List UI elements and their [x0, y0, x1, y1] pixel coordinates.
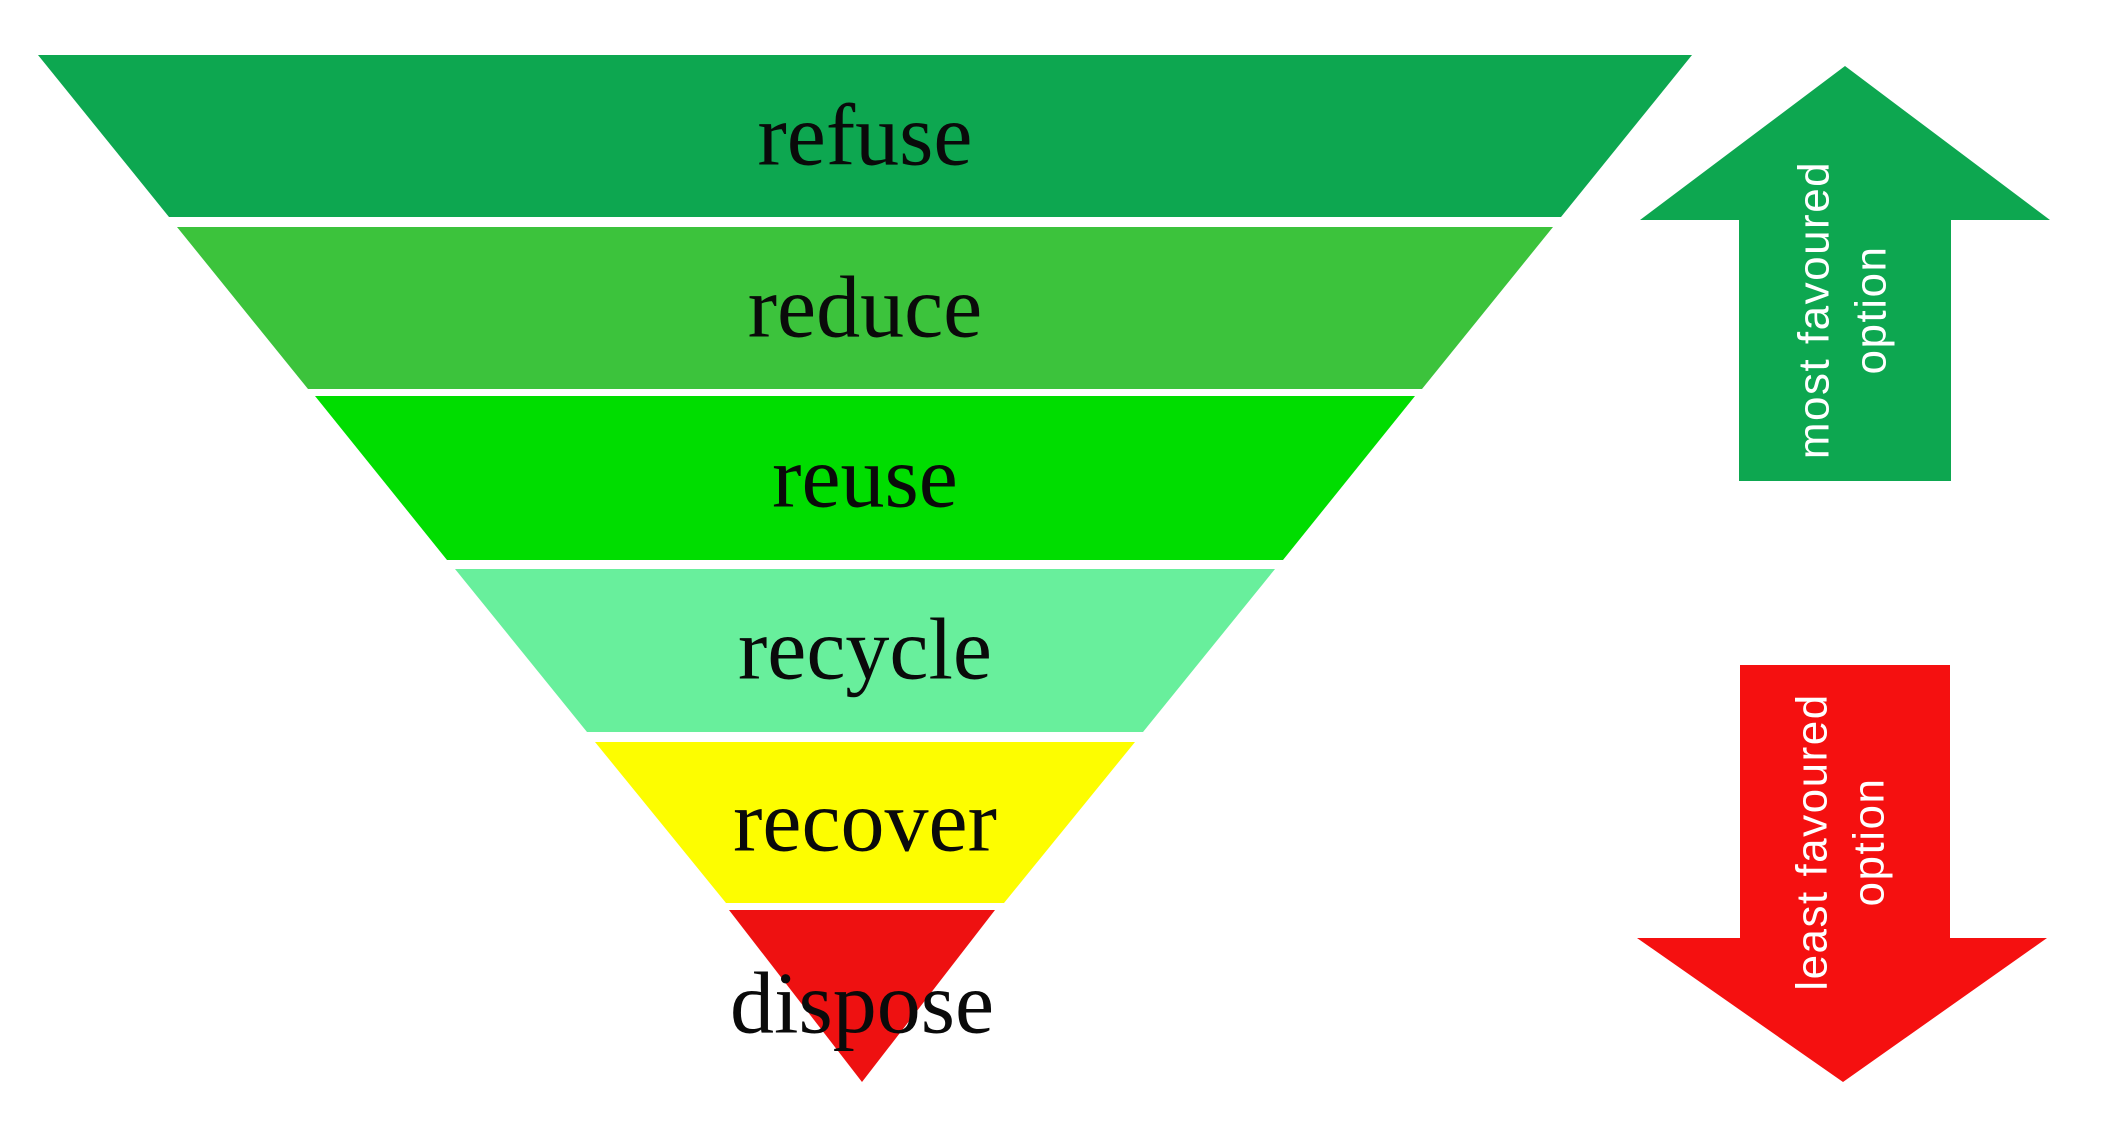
funnel-level-recover-label: recover: [733, 774, 997, 871]
down-arrow-label-line2: option: [1845, 778, 1894, 907]
most-favoured-arrow: most favoured option: [1640, 66, 2050, 481]
funnel-level-recover-shape: [595, 742, 1135, 903]
funnel-level-reuse-shape: [315, 396, 1415, 560]
least-favoured-arrow: least favoured option: [1637, 665, 2047, 1082]
funnel-level-recycle-shape: [455, 569, 1275, 732]
funnel-level-reduce-label: reduce: [748, 260, 982, 357]
inverted-pyramid: refuse reduce reuse recycle recover disp…: [38, 55, 1692, 1082]
funnel-level-reuse-label: reuse: [772, 430, 958, 527]
down-arrow-label-line1: least favoured: [1788, 693, 1837, 990]
up-arrow-icon: [1640, 66, 2050, 481]
funnel-level-reduce-shape: [177, 227, 1553, 389]
funnel-level-refuse-shape: [38, 55, 1692, 217]
down-arrow-icon: [1637, 665, 2047, 1082]
up-arrow-label-line2: option: [1847, 246, 1896, 375]
funnel-level-refuse-label: refuse: [758, 88, 973, 185]
funnel-level-dispose-label: dispose: [730, 956, 994, 1053]
up-arrow-label-line1: most favoured: [1790, 161, 1839, 459]
funnel-level-recycle-label: recycle: [738, 602, 992, 699]
funnel-level-dispose-shape: [729, 910, 995, 1082]
